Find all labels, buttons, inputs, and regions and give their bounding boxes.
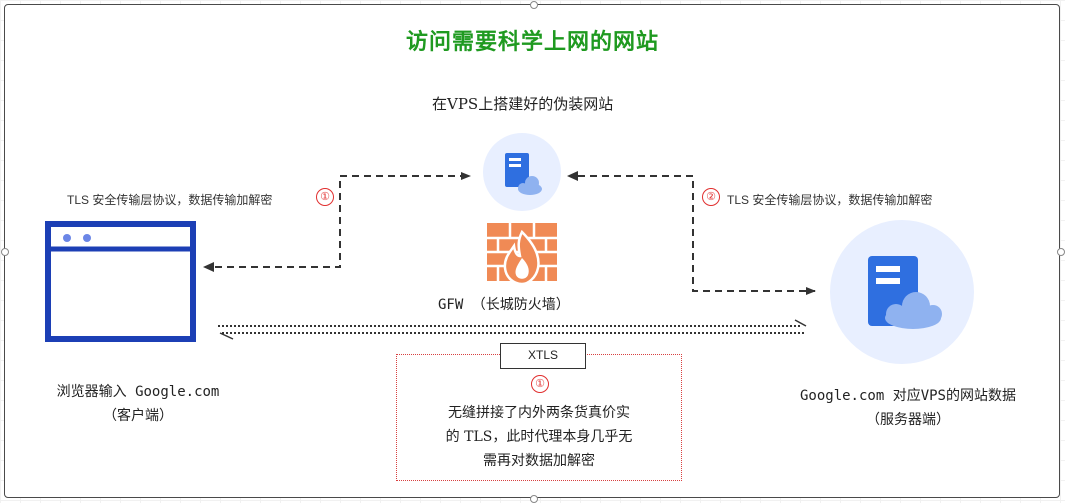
server-role-label: （服务器端）: [866, 412, 950, 428]
vps-label: 在VPS上搭建好的伪装网站: [432, 95, 614, 113]
xtls-note-line-2: 的 TLS，此时代理本身几乎无: [445, 429, 633, 445]
client-role-label: （客户端）: [103, 408, 173, 424]
tls-right-step-number: ②: [702, 188, 720, 206]
vps-server-cloud-icon: [483, 133, 561, 211]
tls-left-label: TLS 安全传输层协议，数据传输加解密: [67, 193, 273, 207]
xtls-step-number: ①: [531, 375, 549, 393]
tls-right-label: TLS 安全传输层协议，数据传输加解密: [727, 193, 933, 207]
tls-left-step-number: ①: [316, 188, 334, 206]
server-cloud-icon: [830, 220, 974, 364]
tls-left-arrowhead-browser: [203, 262, 214, 272]
resize-handle-left[interactable]: [1, 248, 9, 256]
diagram-title: 访问需要科学上网的网站: [405, 29, 659, 55]
xtls-note-line-1: 无缝拼接了内外两条货真价实: [448, 405, 630, 421]
client-label: 浏览器输入 Google.com: [56, 384, 220, 400]
tls-left-connector: [215, 172, 471, 268]
firewall-icon: [487, 223, 557, 286]
xtls-arrow-right: [794, 319, 807, 327]
tls-right-connector: [578, 175, 816, 295]
xtls-label: XTLS: [500, 343, 586, 369]
xtls-arrow-left: [219, 332, 234, 340]
server-label: Google.com 对应VPS的网站数据: [799, 388, 1016, 404]
browser-window-icon: [45, 221, 196, 342]
gfw-label: GFW （长城防火墙）: [438, 297, 570, 313]
xtls-note-line-3: 需再对数据加解密: [483, 453, 595, 469]
tls-right-arrowhead-vps: [567, 171, 578, 181]
resize-handle-top[interactable]: [530, 1, 538, 9]
